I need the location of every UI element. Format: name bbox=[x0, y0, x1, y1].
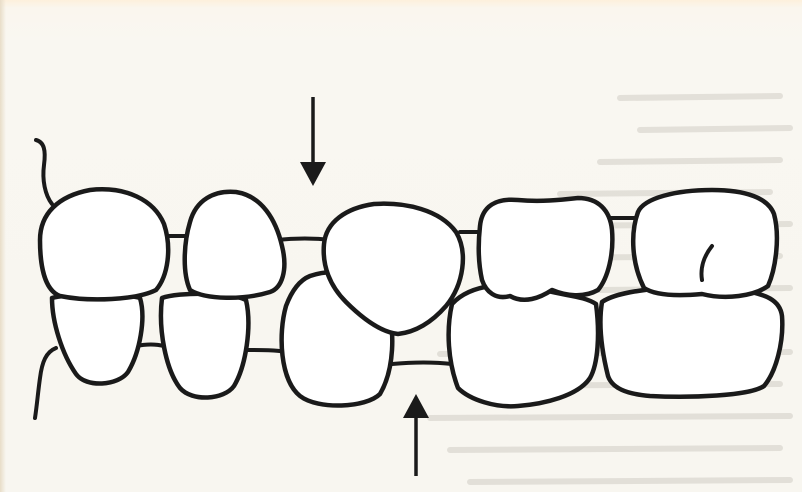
upper-tooth-2 bbox=[185, 192, 285, 298]
lower-tooth-4 bbox=[449, 285, 598, 407]
lower-arrow bbox=[403, 394, 429, 476]
lower-tooth-2 bbox=[161, 294, 248, 398]
upper-tooth-4 bbox=[479, 198, 613, 300]
lower-gap-line-3 bbox=[392, 363, 452, 365]
lower-arrow-head bbox=[403, 394, 429, 418]
upper-arrow bbox=[300, 97, 326, 186]
upper-arrow-head bbox=[300, 162, 326, 186]
upper-tooth-5 bbox=[633, 190, 777, 297]
lower-tooth-1 bbox=[52, 295, 142, 384]
lower-tooth-5 bbox=[600, 287, 782, 396]
upper-left-gum-line bbox=[36, 140, 52, 204]
lower-left-gum-line bbox=[35, 348, 56, 418]
upper-tooth-1 bbox=[40, 189, 168, 299]
